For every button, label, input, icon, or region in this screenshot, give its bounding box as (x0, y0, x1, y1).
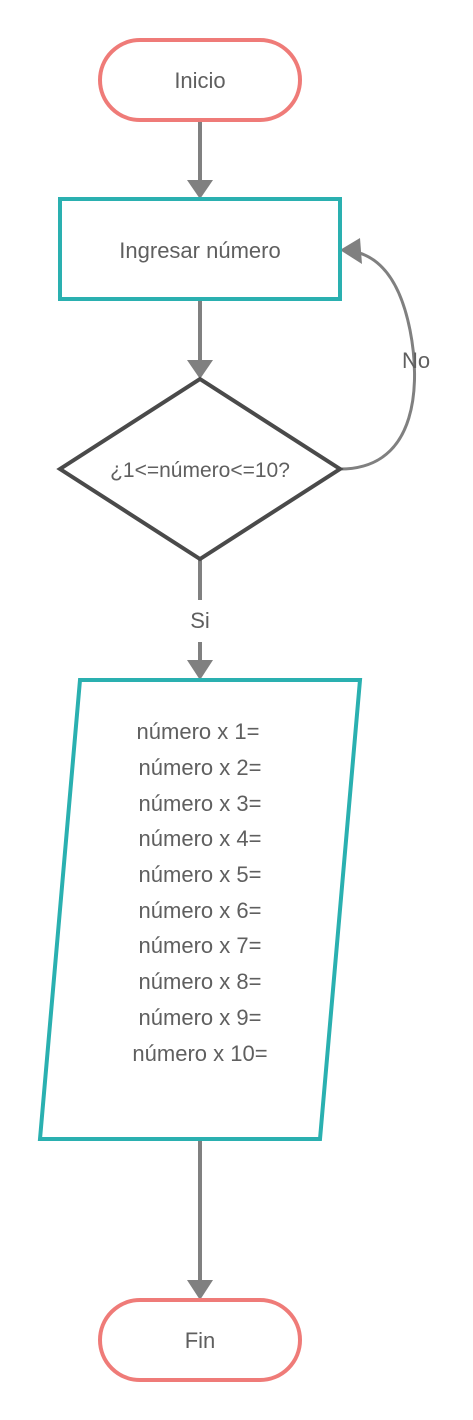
start-terminal: Inicio (98, 38, 302, 122)
output-shape (37, 678, 363, 1141)
output-line: número x 8= (139, 969, 262, 994)
input-process-shape (58, 197, 342, 301)
arrowhead-icon (187, 360, 213, 379)
yes-branch-label: Si (190, 608, 210, 633)
connectors (187, 120, 417, 1300)
end-terminal: Fin (98, 1298, 302, 1382)
output-line: número x 3= (139, 791, 262, 816)
arrowhead-icon (187, 180, 213, 199)
output-line: número x 4= (139, 826, 262, 851)
decision-label: ¿1<=número<=10? (110, 459, 290, 482)
arrowhead-icon (187, 660, 213, 680)
output-line: número x 6= (139, 898, 262, 923)
decision-node: ¿1<=número<=10? (56, 376, 344, 562)
input-process: Ingresar número (58, 197, 342, 301)
decision-shape (56, 376, 344, 562)
output-line: número x 1= (137, 719, 260, 744)
output-line: número x 7= (139, 933, 262, 958)
start-terminal-shape (98, 38, 302, 122)
end-terminal-shape (98, 1298, 302, 1382)
start-terminal-label: Inicio (174, 68, 225, 93)
connector-no-loop (339, 250, 417, 471)
end-terminal-label: Fin (185, 1328, 216, 1353)
arrowhead-icon (340, 238, 362, 264)
output-block: número x 1= número x 2= número x 3= núme… (37, 678, 363, 1141)
output-line: número x 5= (139, 862, 262, 887)
output-line: número x 2= (139, 755, 262, 780)
no-branch-label: No (402, 348, 430, 373)
arrowhead-icon (187, 1280, 213, 1300)
output-line: número x 10= (132, 1041, 267, 1066)
output-line: número x 9= (139, 1005, 262, 1030)
input-process-label: Ingresar número (119, 238, 280, 263)
